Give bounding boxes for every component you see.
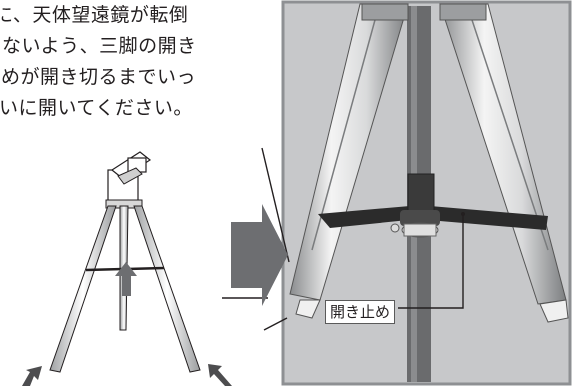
telescope-tripod [22, 151, 232, 386]
pointer-arrow [231, 204, 288, 306]
instruction-text: に、天体望遠鏡が転倒 ないよう、三脚の開き めが開き切るまでいっ いに開いてくだ… [0, 0, 280, 124]
connector-line-top [261, 147, 290, 263]
connector-line-bottom [263, 317, 288, 331]
up-arrow [115, 262, 137, 296]
instruction-line-3: めが開き切るまでいっ [1, 66, 197, 88]
instruction-line-1: に、天体望遠鏡が転倒 [0, 4, 189, 26]
leg-spreader [318, 173, 548, 238]
detail-panel [281, 0, 572, 386]
instruction-line-4: いに開いてください。 [0, 97, 193, 119]
right-spread-arrow [208, 364, 232, 386]
instruction-line-2: ないよう、三脚の開き [2, 35, 197, 57]
left-spread-arrow [22, 366, 42, 386]
stopper-label: 開き止め [325, 300, 396, 324]
